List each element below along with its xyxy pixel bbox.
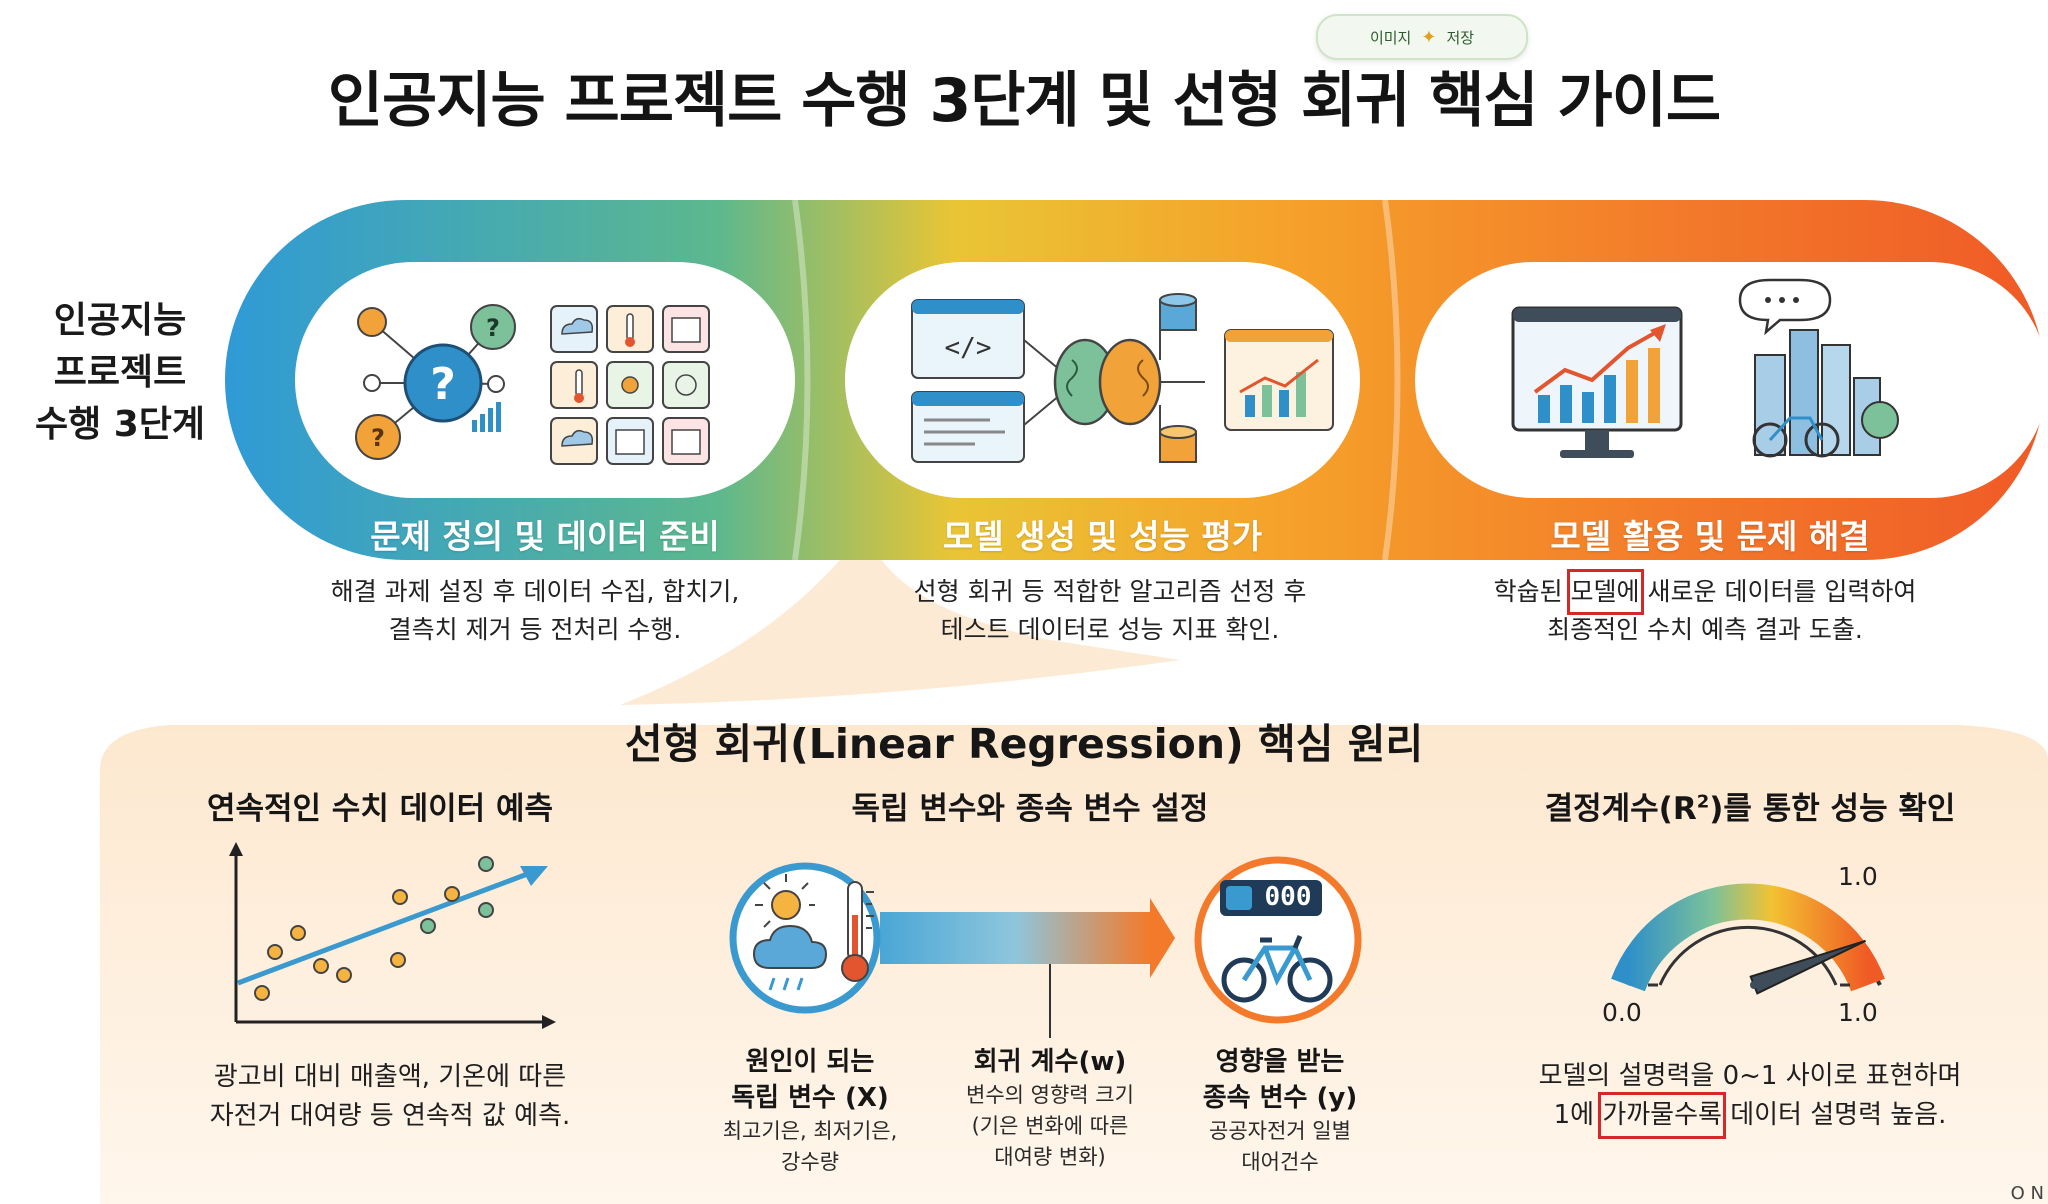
- side-title: 인공지능 프로젝트 수행 3단계: [20, 295, 220, 451]
- gauge-min-label: 0.0: [1602, 998, 1642, 1027]
- dep-sub-2: 대어건수: [1241, 1150, 1319, 1174]
- save-image-button[interactable]: 이미지 ✦ 저장: [1316, 14, 1528, 60]
- right-column-title: 결정계수(R2)를 통한 성능 확인: [1500, 783, 2000, 828]
- indep-sub-1: 최고기은, 최저기은,: [722, 1119, 898, 1143]
- side-title-line-3: 수행 3단계: [34, 404, 206, 445]
- section-title: 선형 회귀(Linear Regression) 핵심 원리: [624, 720, 1424, 768]
- right-column-description: 모델의 설명력을 0~1 사이로 표현하며 1에 가까물수록 데이터 설명력 높…: [1480, 1057, 2020, 1139]
- left-desc-line-1: 광고비 대비 매출액, 기온에 따른: [213, 1062, 567, 1092]
- dep-head-1: 영향을 받는: [1215, 1047, 1345, 1077]
- highlight-box-model: 모델에: [1566, 569, 1644, 615]
- stage-3-label: 모델 활용 및 문제 해결: [1550, 517, 1870, 556]
- stage-1-description: 해결 과제 설징 후 데이터 수집, 합치기, 결측치 제거 등 전처리 수행.: [235, 573, 835, 649]
- stage-2-label: 모델 생성 및 성능 평가: [942, 517, 1263, 556]
- performance-chart-icon: [1224, 329, 1334, 431]
- indep-head-2: 독립 변수 (X): [731, 1083, 889, 1113]
- right-desc-pre: 1에: [1553, 1100, 1603, 1130]
- dep-head-2: 종속 변수 (y): [1202, 1083, 1358, 1113]
- stage-1-desc-line-1: 해결 과제 설징 후 데이터 수집, 합치기,: [330, 577, 740, 606]
- variable-flow-diagram: [729, 856, 1362, 1038]
- stage-2-desc-line-1: 선형 회귀 등 적합한 알고리즘 선정 후: [913, 577, 1307, 606]
- right-desc-line-2: 1에 가까물수록 데이터 설명력 높음.: [1480, 1092, 2020, 1139]
- right-title-pre: 결정계수(R: [1544, 791, 1697, 827]
- brain-icon: [1023, 310, 1205, 445]
- svg-text:?: ?: [430, 359, 456, 410]
- coef-sub-3: 대여량 변화): [994, 1145, 1106, 1169]
- side-title-line-2: 프로젝트: [53, 352, 187, 393]
- regression-scatter-chart: [229, 842, 556, 1029]
- stage-2-desc-line-2: 테스트 데이터로 성능 지표 확인.: [940, 615, 1280, 644]
- left-column-title: 연속적인 수치 데이터 예측: [206, 791, 554, 827]
- principles-panel: [100, 540, 2048, 1204]
- stage-3-desc-pre: 학숩된: [1493, 577, 1571, 606]
- dep-sub-1: 공공자전거 일별: [1209, 1119, 1351, 1143]
- stage-3-desc-line-2: 최종적인 수치 예측 결과 도출.: [1547, 615, 1863, 644]
- rental-counter-display: 000: [1264, 882, 1312, 912]
- right-desc-post: 데이터 설명력 높음.: [1721, 1100, 1947, 1130]
- coef-head: 회귀 계수(w): [973, 1047, 1127, 1077]
- indep-sub-2: 강수량: [781, 1150, 839, 1174]
- right-title-post: )를 통한 성능 확인: [1709, 791, 1956, 827]
- stage-1-desc-line-2: 결측치 제거 등 전처리 수행.: [388, 615, 682, 644]
- monitor-growth-icon: [1511, 306, 1683, 458]
- independent-variable-block: 원인이 되는 독립 변수 (X) 최고기은, 최저기은, 강수량: [690, 1044, 930, 1178]
- data-tiles-icon: [550, 305, 710, 465]
- highlight-box-closer: 가까물수록: [1598, 1092, 1726, 1139]
- save-label: 저장: [1446, 28, 1475, 47]
- r-squared-gauge: [1611, 883, 1885, 995]
- indep-head-1: 원인이 되는: [745, 1047, 875, 1077]
- database-icons: [1159, 293, 1197, 463]
- right-desc-line-1: 모델의 설명력을 0~1 사이로 표현하며: [1538, 1061, 1962, 1091]
- stage-2-description: 선형 회귀 등 적합한 알고리즘 선정 후 테스트 데이터로 성능 지표 확인.: [815, 573, 1405, 649]
- sparkle-icon: ✦: [1421, 26, 1437, 48]
- stage-1-label: 문제 정의 및 데이터 준비: [370, 517, 720, 556]
- stage-3-desc-post: 새로운 데이터를 입력하여: [1639, 577, 1917, 606]
- city-bicycle-icon: [1738, 278, 1899, 458]
- svg-text:</>: </>: [945, 333, 992, 363]
- dependent-variable-block: 영향을 받는 종속 변수 (y) 공공자전거 일별 대어건수: [1160, 1044, 1400, 1178]
- svg-text:?: ?: [486, 314, 500, 342]
- coefficient-block: 회귀 계수(w) 변수의 영향력 크기 (기은 변화에 따른 대여량 변화): [935, 1044, 1165, 1173]
- coef-sub-1: 변수의 영향력 크기: [966, 1083, 1134, 1107]
- side-title-line-1: 인공지능: [53, 300, 187, 341]
- save-image-label: 이미지: [1369, 28, 1412, 47]
- edge-text: O N: [2010, 1183, 2044, 1204]
- coef-sub-2: (기은 변화에 따른: [971, 1114, 1129, 1138]
- gauge-max-label: 1.0: [1838, 998, 1878, 1027]
- middle-column-title: 독립 변수와 종속 변수 설정: [851, 791, 1209, 827]
- page-title: 인공지능 프로젝트 수행 3단계 및 선형 회귀 핵심 가이드: [327, 66, 1721, 136]
- stage-3-description: 학숩된 모델에 새로운 데이터를 입력하여 최종적인 수치 예측 결과 도출.: [1405, 569, 2005, 649]
- left-desc-line-2: 자전거 대여량 등 연속적 값 예측.: [209, 1101, 571, 1131]
- left-column-description: 광고비 대비 매출액, 기온에 따른 자전거 대여량 등 연속적 값 예측.: [170, 1058, 610, 1136]
- problem-network-icon: ? ? ?: [355, 304, 516, 460]
- stage-3-desc-line-1: 학숩된 모델에 새로운 데이터를 입력하여: [1405, 569, 2005, 615]
- right-title-sup: 2: [1696, 791, 1710, 813]
- code-window-icon: </>: [911, 299, 1025, 463]
- gauge-top-label: 1.0: [1838, 862, 1878, 891]
- svg-text:?: ?: [371, 424, 385, 452]
